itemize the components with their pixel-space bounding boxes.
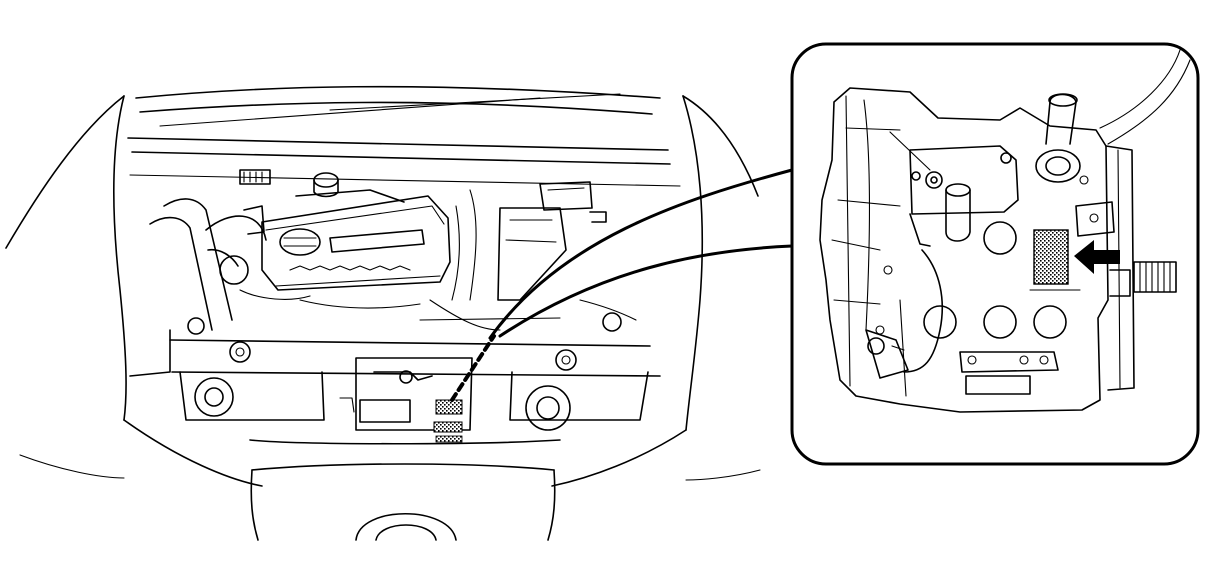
- front-panel: [129, 329, 661, 541]
- fender-outline: [5, 95, 761, 487]
- upper-components: [239, 169, 607, 301]
- intake-hoses: [149, 189, 637, 331]
- hood-latch: [339, 370, 463, 443]
- lower-housing: [899, 289, 1081, 397]
- wire-harness-connector: [865, 249, 943, 379]
- output-shaft: [1133, 261, 1177, 293]
- callout-leaders: [488, 168, 794, 340]
- identification-label-marker: [1033, 229, 1069, 285]
- engine-cover: [261, 195, 451, 291]
- sensor-bracket: [909, 145, 1019, 247]
- transmission-detail: [819, 49, 1191, 413]
- engine-bay-view: [5, 85, 761, 541]
- windshield-cowl: [127, 85, 681, 187]
- detail-callout: [790, 42, 1200, 466]
- filler-pipe: [1035, 93, 1081, 183]
- callout-leader-dashed: [450, 334, 496, 402]
- housing-bolt-holes: [875, 175, 1089, 339]
- pointer-arrow-icon: [1074, 240, 1120, 274]
- front-mounts: [187, 312, 622, 431]
